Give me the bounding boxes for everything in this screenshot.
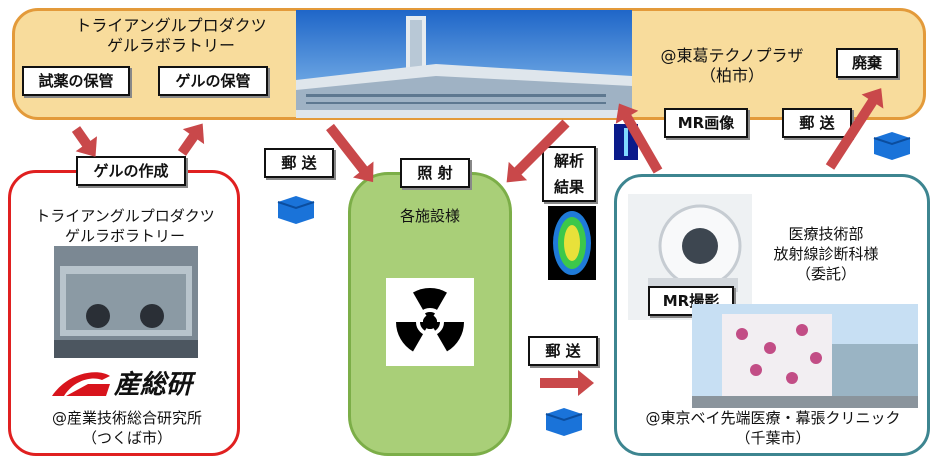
facility-label: 各施設様 [399,207,460,225]
left-lab-name: トライアングルプロダクツ ゲルラボラトリー [35,207,215,245]
gel-creation-tag: ゲルの作成 [76,156,186,186]
shipping-tag-1: 郵 送 [264,148,334,178]
top-location: @東葛テクノプラザ （柏市） [660,46,804,85]
shipping-tag-2: 郵 送 [782,108,852,138]
reagent-storage-tag: 試薬の保管 [22,66,130,96]
top-lab-name: トライアングルプロダクツ ゲルラボラトリー [75,16,267,55]
shipping-box-icon [872,130,912,160]
shipping-box-icon [276,194,316,224]
clinic-location: @東京ベイ先端医療・幕張クリニック （千葉市） [645,409,901,447]
radiation-icon [386,278,474,366]
clinic-building-photo [692,304,918,408]
gel-storage-tag: ゲルの保管 [158,66,268,96]
arrow-up-to-gel-storage [177,132,199,156]
irradiation-tag: 照 射 [400,158,470,188]
arrow-down-to-gel-creation [71,126,92,149]
arrow-facility-to-clinic [540,370,594,396]
disposal-tag: 廃棄 [836,48,898,78]
aist-logo-text: 産総研 [114,370,193,400]
clinic-department: 医療技術部 放射線診断科様 （委託） [773,225,879,283]
analysis-map-image [548,206,596,280]
building-photo [296,10,632,118]
left-location: @産業技術総合研究所 （つくば市） [51,409,202,447]
mr-image-tag: MR画像 [664,108,748,138]
glovebox-photo [54,246,198,358]
shipping-tag-3: 郵 送 [528,336,598,366]
shipping-box-icon [544,406,584,436]
aist-logo: 産総研 [48,366,218,404]
analysis-result-tag: 解析 結果 [542,146,596,202]
